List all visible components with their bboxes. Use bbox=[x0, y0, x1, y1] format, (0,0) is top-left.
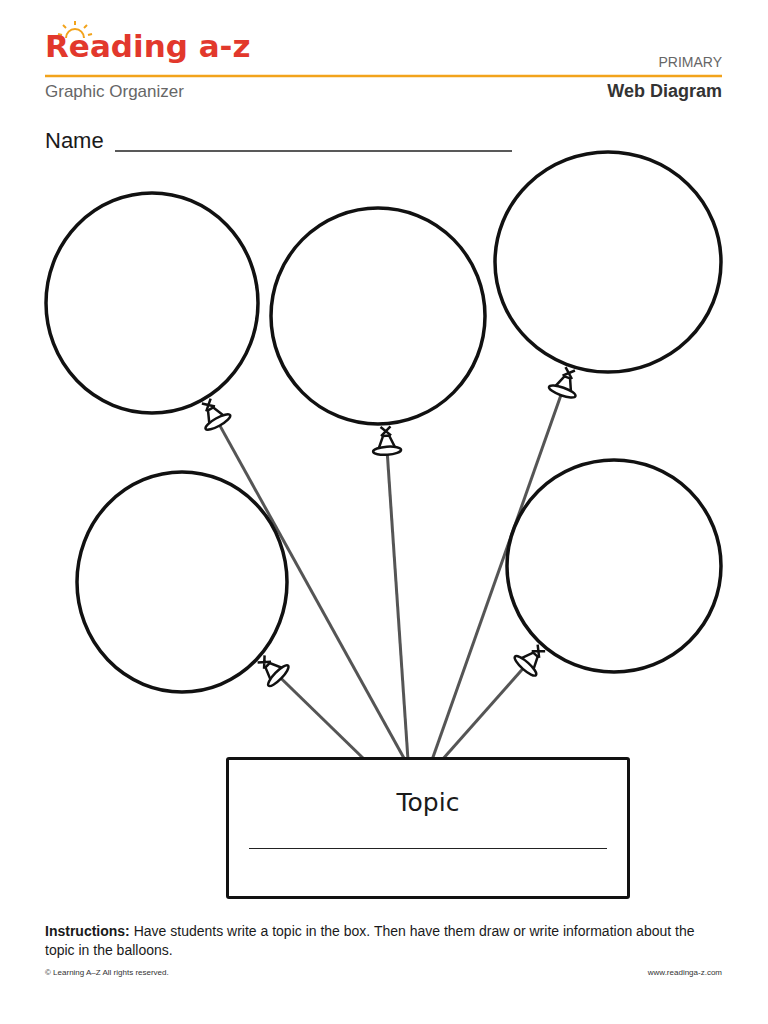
balloon bbox=[432, 152, 721, 760]
write-line bbox=[249, 848, 607, 849]
balloon-body bbox=[46, 193, 258, 413]
balloon bbox=[442, 460, 721, 760]
level-label: PRIMARY bbox=[658, 54, 722, 70]
topic-box: Topic bbox=[226, 757, 630, 899]
balloon-body bbox=[271, 208, 485, 424]
balloon bbox=[77, 472, 365, 760]
balloon-body bbox=[495, 152, 721, 372]
balloon-string bbox=[442, 668, 523, 760]
balloon-knot bbox=[251, 649, 291, 689]
balloon-knot bbox=[372, 426, 402, 456]
instructions-heading: Instructions: bbox=[45, 923, 130, 939]
url: www.readinga-z.com bbox=[648, 968, 722, 977]
balloon-knot bbox=[548, 364, 584, 400]
balloon-body bbox=[507, 460, 721, 672]
balloon bbox=[271, 208, 485, 760]
balloon-knot bbox=[194, 394, 232, 432]
topic-label: Topic bbox=[229, 760, 627, 817]
instructions-text: Have students write a topic in the box. … bbox=[45, 923, 695, 958]
subtitle: Graphic Organizer bbox=[45, 82, 184, 102]
name-label: Name bbox=[45, 128, 104, 154]
balloon-knot bbox=[512, 639, 552, 679]
copyright: © Learning A–Z All rights reserved. bbox=[45, 968, 169, 977]
space bbox=[130, 923, 134, 939]
instructions: Instructions: Have students write a topi… bbox=[45, 922, 715, 960]
page-title: Web Diagram bbox=[607, 81, 722, 102]
name-line bbox=[115, 150, 512, 152]
header-rule bbox=[45, 75, 722, 78]
balloon-string bbox=[387, 454, 408, 760]
logo-text: Reading a-z bbox=[45, 28, 251, 64]
balloon-body bbox=[77, 472, 287, 692]
balloon-string bbox=[280, 678, 365, 760]
